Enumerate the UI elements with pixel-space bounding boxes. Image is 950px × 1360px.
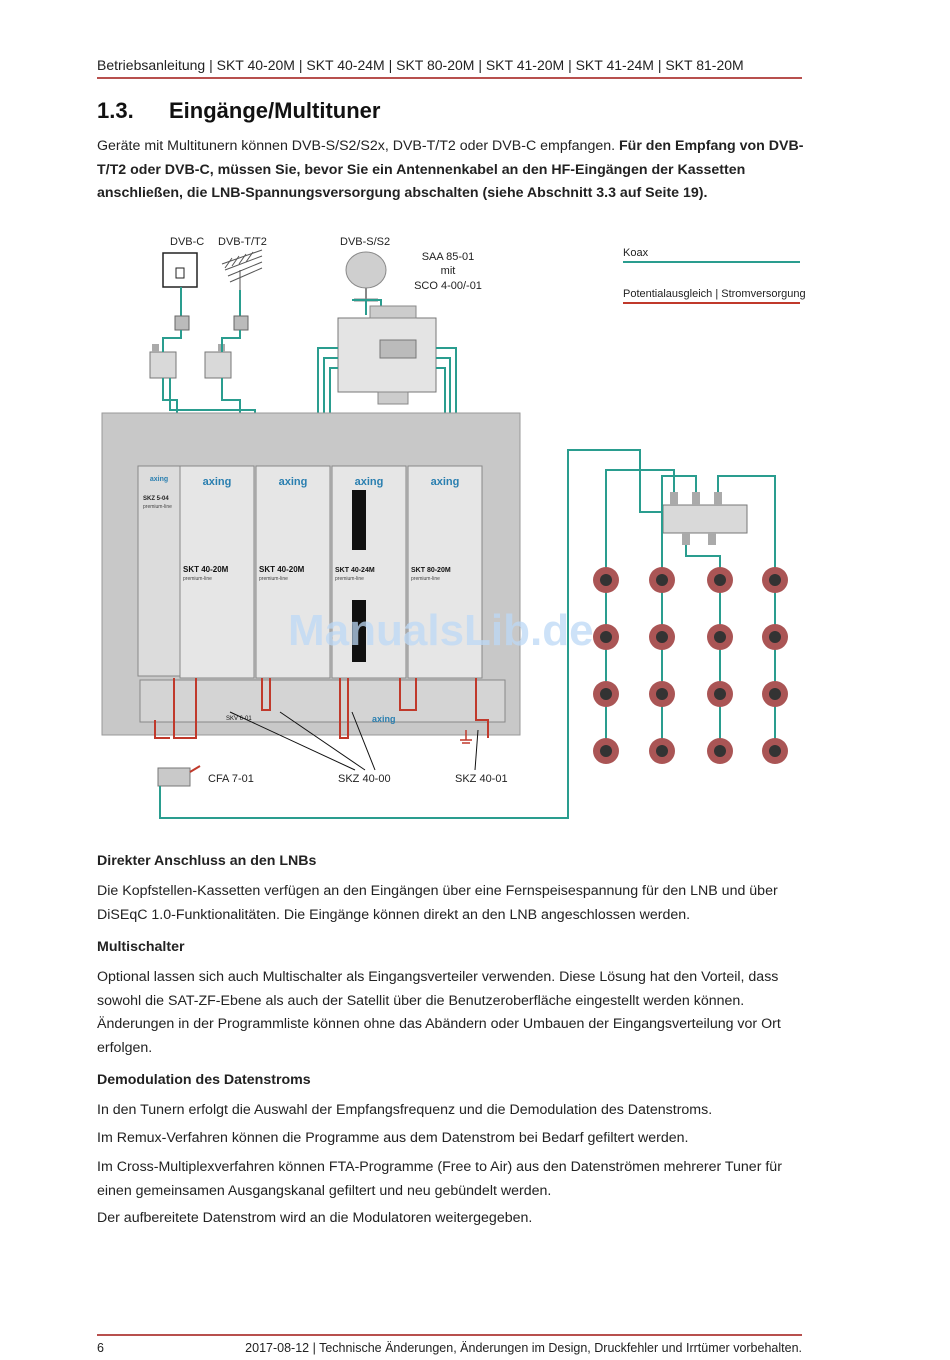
label-dvbt: DVB-T/T2 bbox=[218, 236, 267, 248]
legend-koax-label: Koax bbox=[623, 247, 649, 259]
label-saa-1: SAA 85-01 bbox=[422, 251, 475, 263]
wall-outlet-icon bbox=[707, 624, 733, 650]
wall-outlet-icon bbox=[593, 567, 619, 593]
module-1-brand: axing bbox=[203, 476, 232, 488]
paragraph-multischalter: Optional lassen sich auch Multischalter … bbox=[97, 966, 817, 1060]
callout-skz2: SKZ 40-01 bbox=[455, 773, 508, 785]
module-1-name: SKT 40-20M bbox=[183, 565, 229, 574]
paragraph-demod-2: Im Remux-Verfahren können die Programme … bbox=[97, 1127, 817, 1151]
callout-cfa: CFA 7-01 bbox=[208, 773, 254, 785]
wall-outlet-icon bbox=[593, 681, 619, 707]
module-3-sub: premium-line bbox=[335, 576, 364, 582]
heading-lnb: Direkter Anschluss an den LNBs bbox=[97, 853, 316, 869]
bottom-unit-brand: axing bbox=[372, 714, 396, 724]
paragraph-line: erfolgen. bbox=[97, 1037, 817, 1061]
module-4-brand: axing bbox=[431, 476, 460, 488]
paragraph-demod-3: Im Cross-Multiplexverfahren können FTA-P… bbox=[97, 1156, 817, 1203]
intro-paragraph: Geräte mit Multitunern können DVB-S/S2/S… bbox=[97, 135, 817, 206]
paragraph-line: DiSEqC 1.0-Funktionalitäten. Die Eingäng… bbox=[97, 904, 817, 928]
section-number: 1.3. bbox=[97, 98, 169, 124]
splitter-dvbc bbox=[150, 316, 189, 378]
psu-name: SKZ 5-04 bbox=[143, 496, 169, 502]
paragraph-line: Im Cross-Multiplexverfahren können FTA-P… bbox=[97, 1156, 817, 1180]
wall-outlet-icon bbox=[649, 738, 675, 764]
wall-outlet-icon bbox=[762, 681, 788, 707]
module-3-brand: axing bbox=[355, 476, 384, 488]
wall-outlet-icon bbox=[649, 681, 675, 707]
section-heading: 1.3.Eingänge/Multituner bbox=[97, 98, 380, 124]
page-number: 6 bbox=[97, 1341, 104, 1355]
wall-outlets bbox=[593, 567, 788, 764]
paragraph-lnb: Die Kopfstellen-Kassetten verfügen an de… bbox=[97, 880, 817, 927]
satellite-dish-icon bbox=[346, 252, 386, 300]
wall-outlet-icon bbox=[762, 624, 788, 650]
paragraph-line: sowohl die SAT-ZF-Ebene als auch der Sat… bbox=[97, 990, 817, 1014]
wall-outlet-icon bbox=[707, 738, 733, 764]
paragraph-line: Optional lassen sich auch Multischalter … bbox=[97, 966, 817, 990]
label-saa-3: SCO 4-00/-01 bbox=[414, 280, 482, 292]
intro-normal: Geräte mit Multitunern können DVB-S/S2/S… bbox=[97, 138, 619, 154]
label-dvbs: DVB-S/S2 bbox=[340, 236, 390, 248]
wall-outlet-icon bbox=[649, 567, 675, 593]
wall-outlet-icon bbox=[593, 624, 619, 650]
paragraph-demod-4: Der aufbereitete Datenstrom wird an die … bbox=[97, 1207, 817, 1231]
paragraph-demod-1: In den Tunern erfolgt die Auswahl der Em… bbox=[97, 1099, 817, 1123]
section-title: Eingänge/Multituner bbox=[169, 98, 380, 123]
wall-outlet-icon bbox=[649, 624, 675, 650]
multiswitch-saa bbox=[338, 306, 436, 404]
wall-outlet-icon bbox=[707, 681, 733, 707]
dvbt-antenna-icon bbox=[222, 250, 262, 290]
paragraph-line: Die Kopfstellen-Kassetten verfügen an de… bbox=[97, 880, 817, 904]
module-2-sub: premium-line bbox=[259, 576, 288, 582]
bottom-unit: SKV 6-01 axing bbox=[140, 680, 505, 724]
psu-brand: axing bbox=[150, 476, 168, 483]
heading-demodulation: Demodulation des Datenstroms bbox=[97, 1072, 311, 1088]
legend-potential-label: Potentialausgleich | Stromversorgung bbox=[623, 288, 806, 300]
running-header: Betriebsanleitung | SKT 40-20M | SKT 40-… bbox=[97, 57, 744, 73]
wall-outlet-icon bbox=[762, 738, 788, 764]
koax-inputs bbox=[181, 287, 381, 318]
watermark: ManualsLib.de bbox=[288, 606, 594, 655]
paragraph-line: einen gemeinsamen Ausgangskanal gefilter… bbox=[97, 1180, 817, 1204]
module-4-sub: premium-line bbox=[411, 576, 440, 582]
wall-outlet-icon bbox=[762, 567, 788, 593]
paragraph-line: Änderungen in der Programmliste können o… bbox=[97, 1013, 817, 1037]
psu-sub: premium-line bbox=[143, 504, 172, 510]
wall-outlet-icon bbox=[593, 738, 619, 764]
bottom-unit-name: SKV 6-01 bbox=[226, 716, 252, 722]
module-2-name: SKT 40-20M bbox=[259, 565, 305, 574]
module-1: axing SKT 40-20M premium-line bbox=[180, 466, 254, 678]
label-saa-2: mit bbox=[441, 265, 456, 277]
heading-multischalter: Multischalter bbox=[97, 939, 185, 955]
callout-skz1: SKZ 40-00 bbox=[338, 773, 391, 785]
footer-rule bbox=[97, 1334, 802, 1336]
module-1-sub: premium-line bbox=[183, 576, 212, 582]
wall-outlet-icon bbox=[707, 567, 733, 593]
module-2-brand: axing bbox=[279, 476, 308, 488]
module-4-name: SKT 80-20M bbox=[411, 567, 451, 574]
output-splitter bbox=[663, 492, 747, 545]
header-rule bbox=[97, 77, 802, 79]
module-3-name: SKT 40-24M bbox=[335, 567, 375, 574]
cfa-connector-icon bbox=[158, 766, 200, 786]
headend-diagram: Koax Potentialausgleich | Stromversorgun… bbox=[0, 225, 950, 835]
splitter-dvbt bbox=[205, 316, 248, 378]
psu-module: axing SKZ 5-04 premium-line bbox=[138, 466, 180, 676]
label-dvbc: DVB-C bbox=[170, 236, 204, 248]
footer-note: 2017-08-12 | Technische Änderungen, Ände… bbox=[245, 1341, 802, 1355]
dvbc-wall-socket-icon bbox=[163, 253, 197, 287]
